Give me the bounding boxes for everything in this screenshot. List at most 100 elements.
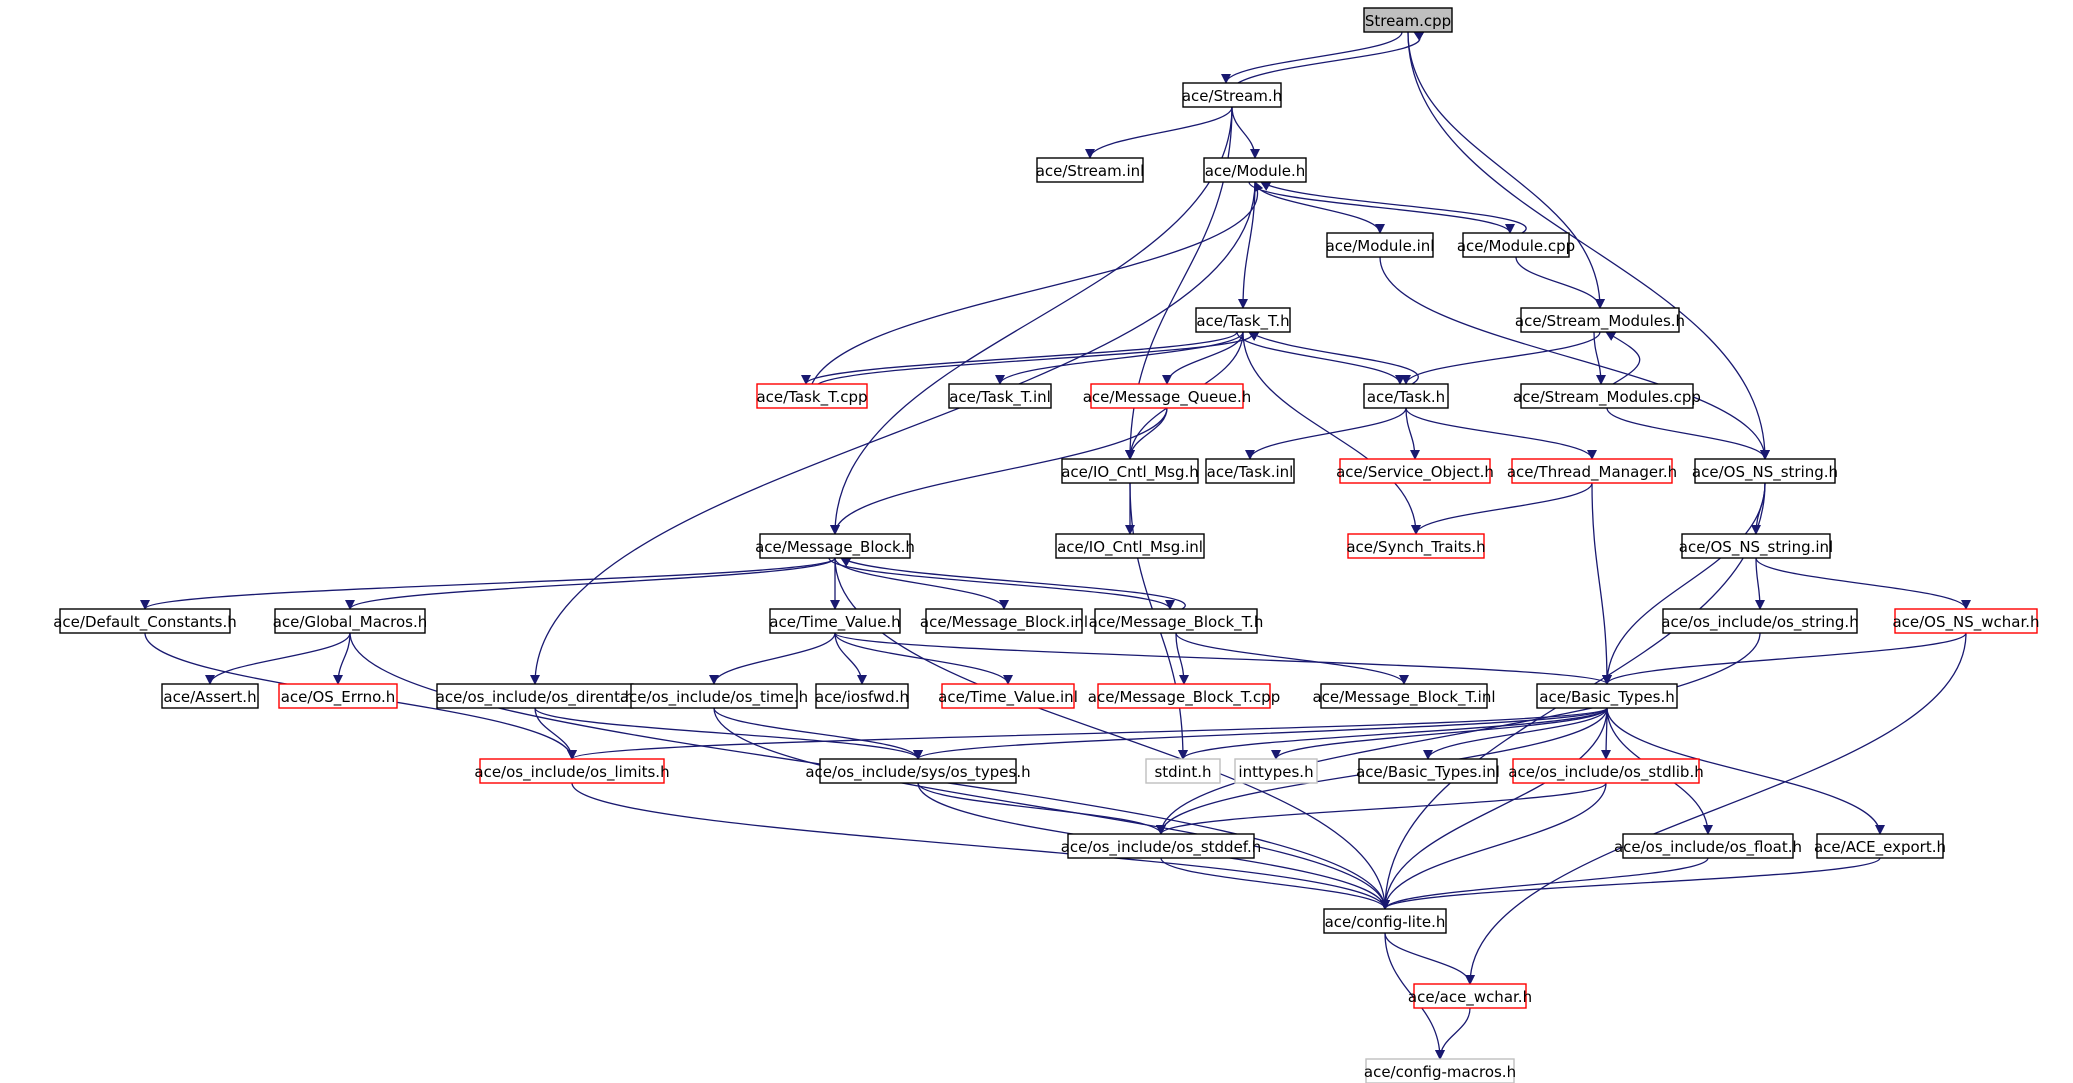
node-message-block-t-cpp[interactable]: ace/Message_Block_T.cpp: [1088, 683, 1280, 709]
node-message-block-inl[interactable]: ace/Message_Block.inl: [920, 608, 1088, 634]
edge-message-block-t-h-to-message-block-t-inl: [1175, 632, 1409, 685]
node-sys-os-types-h[interactable]: ace/os_include/sys/os_types.h: [805, 758, 1031, 784]
edge-ace-wchar-h-to-config-macros-h: [1435, 1007, 1471, 1060]
node-task-t-cpp[interactable]: ace/Task_T.cpp: [756, 383, 868, 409]
node-os-float-h[interactable]: ace/os_include/os_float.h: [1614, 833, 1802, 859]
node-module-h[interactable]: ace/Module.h: [1203, 157, 1307, 183]
edge-module-h-to-module-cpp: [1248, 181, 1515, 234]
node-os-dirent-h[interactable]: ace/os_include/os_dirent.h: [436, 683, 635, 709]
node-os-time-h[interactable]: ace/os_include/os_time.h: [620, 683, 808, 709]
edge-global-macros-h-to-assert-h: [205, 632, 351, 685]
edge-basic-types-h-to-ace-export-h: [1606, 707, 1885, 835]
node-task-t-inl[interactable]: ace/Task_T.inl: [948, 383, 1052, 409]
edge-stream-h-to-module-h: [1231, 106, 1260, 159]
node-label: ace/Module.cpp: [1457, 237, 1575, 255]
edge-task-t-h-to-message-queue-h: [1162, 331, 1244, 385]
node-default-constants-h[interactable]: ace/Default_Constants.h: [53, 608, 237, 634]
node-stream-modules-cpp[interactable]: ace/Stream_Modules.cpp: [1513, 383, 1701, 409]
node-module-inl[interactable]: ace/Module.inl: [1326, 232, 1435, 258]
edge-message-block-h-to-message-block-t-h: [828, 557, 1175, 610]
edge-time-value-h-to-time-value-inl: [834, 632, 1013, 685]
edge-message-queue-h-to-io-cntl-msg-h: [1125, 407, 1168, 460]
node-time-value-inl[interactable]: ace/Time_Value.inl: [938, 683, 1078, 709]
node-label: ace/os_include/os_float.h: [1614, 838, 1802, 857]
node-time-value-h[interactable]: ace/Time_Value.h: [769, 608, 901, 634]
node-os-ns-wchar-h[interactable]: ace/OS_NS_wchar.h: [1892, 608, 2040, 634]
node-os-limits-h[interactable]: ace/os_include/os_limits.h: [474, 758, 670, 784]
node-os-ns-string-h[interactable]: ace/OS_NS_string.h: [1692, 458, 1838, 484]
node-module-cpp[interactable]: ace/Module.cpp: [1457, 232, 1575, 258]
node-label: ace/Stream.inl: [1036, 162, 1145, 180]
edge-message-block-h-to-global-macros-h: [345, 557, 836, 610]
node-box: [948, 383, 1052, 409]
node-box: [1145, 758, 1221, 784]
node-box: [1536, 683, 1678, 709]
edge-basic-types-h-to-config-lite-h: [1380, 707, 1608, 910]
node-message-block-h[interactable]: ace/Message_Block.h: [755, 533, 915, 559]
node-box: [1358, 758, 1498, 784]
node-box: [756, 383, 868, 409]
edge-os-stddef-h-to-config-lite-h: [1160, 857, 1390, 910]
node-config-lite-h[interactable]: ace/config-lite.h: [1323, 908, 1447, 934]
node-stream-cpp[interactable]: Stream.cpp: [1363, 7, 1453, 33]
node-basic-types-inl[interactable]: ace/Basic_Types.inl: [1356, 758, 1500, 784]
node-os-stdlib-h[interactable]: ace/os_include/os_stdlib.h: [1508, 758, 1704, 784]
node-os-ns-string-inl[interactable]: ace/OS_NS_string.inl: [1679, 533, 1833, 559]
node-config-macros-h[interactable]: ace/config-macros.h: [1364, 1058, 1516, 1083]
node-box: [1512, 758, 1700, 784]
node-global-macros-h[interactable]: ace/Global_Macros.h: [273, 608, 428, 634]
node-synch-traits-h[interactable]: ace/Synch_Traits.h: [1346, 533, 1486, 559]
node-stream-inl[interactable]: ace/Stream.inl: [1036, 157, 1145, 183]
edge-basic-types-h-to-sys-os-types-h: [913, 707, 1608, 760]
node-label: ace/Message_Block_T.h: [1089, 613, 1264, 632]
node-stream-modules-h[interactable]: ace/Stream_Modules.h: [1515, 307, 1685, 333]
node-io-cntl-msg-h[interactable]: ace/IO_Cntl_Msg.h: [1061, 458, 1199, 484]
node-label: ace/os_include/sys/os_types.h: [805, 763, 1030, 782]
node-basic-types-h[interactable]: ace/Basic_Types.h: [1536, 683, 1678, 709]
node-ace-wchar-h[interactable]: ace/ace_wchar.h: [1408, 983, 1532, 1009]
node-label: ace/OS_NS_string.h: [1692, 463, 1838, 482]
edge-task-t-h-to-task-t-cpp: [801, 331, 1238, 385]
node-label: inttypes.h: [1238, 763, 1313, 781]
node-box: [1090, 383, 1244, 409]
node-box: [1511, 458, 1673, 484]
node-box: [1195, 307, 1291, 333]
node-task-inl[interactable]: ace/Task.inl: [1205, 458, 1295, 484]
node-label: Stream.cpp: [1365, 12, 1451, 30]
node-assert-h[interactable]: ace/Assert.h: [161, 683, 259, 709]
node-stream-h[interactable]: ace/Stream.h: [1182, 82, 1282, 108]
node-os-stddef-h[interactable]: ace/os_include/os_stddef.h: [1061, 833, 1262, 859]
node-message-queue-h[interactable]: ace/Message_Queue.h: [1083, 383, 1252, 409]
node-label: ace/Message_Block_T.inl: [1312, 688, 1495, 707]
node-box: [941, 683, 1075, 709]
node-thread-manager-h[interactable]: ace/Thread_Manager.h: [1507, 458, 1677, 484]
node-label: ace/Stream_Modules.h: [1515, 312, 1685, 331]
node-label: ace/Message_Queue.h: [1083, 388, 1252, 407]
node-message-block-t-h[interactable]: ace/Message_Block_T.h: [1089, 608, 1264, 634]
edge-global-macros-h-to-os-errno-h: [333, 632, 351, 685]
node-io-cntl-msg-inl[interactable]: ace/IO_Cntl_Msg.inl: [1055, 533, 1205, 559]
edge-task-h-to-thread-manager-h: [1405, 407, 1597, 460]
node-box: [1323, 908, 1447, 934]
node-stdint-h[interactable]: stdint.h: [1145, 758, 1221, 784]
edge-config-lite-h-to-ace-wchar-h: [1384, 932, 1475, 985]
edge-os-string-h-to-os-stddef-h: [1156, 632, 1761, 835]
node-iosfwd-h[interactable]: ace/iosfwd.h: [815, 683, 909, 709]
edge-os-stdlib-h-to-config-lite-h: [1380, 782, 1607, 910]
node-label: ace/Task_T.h: [1196, 312, 1289, 331]
edge-message-queue-h-to-message-block-h: [830, 407, 1168, 535]
node-box: [769, 608, 901, 634]
node-box: [1094, 608, 1258, 634]
node-box: [1681, 533, 1831, 559]
nodes-layer: Stream.cpp ace/Stream.h ace/Stream.inl ace/…: [53, 7, 2040, 1083]
node-inttypes-h[interactable]: inttypes.h: [1234, 758, 1318, 784]
node-box: [1363, 383, 1449, 409]
node-message-block-t-inl[interactable]: ace/Message_Block_T.inl: [1312, 683, 1496, 709]
node-box: [1097, 683, 1271, 709]
node-task-t-h[interactable]: ace/Task_T.h: [1195, 307, 1291, 333]
node-task-h[interactable]: ace/Task.h: [1363, 383, 1449, 409]
node-os-errno-h[interactable]: ace/OS_Errno.h: [278, 683, 398, 709]
node-os-string-h[interactable]: ace/os_include/os_string.h: [1661, 608, 1859, 634]
node-service-object-h[interactable]: ace/Service_Object.h: [1336, 458, 1494, 484]
node-ace-export-h[interactable]: ace/ACE_export.h: [1814, 833, 1946, 859]
